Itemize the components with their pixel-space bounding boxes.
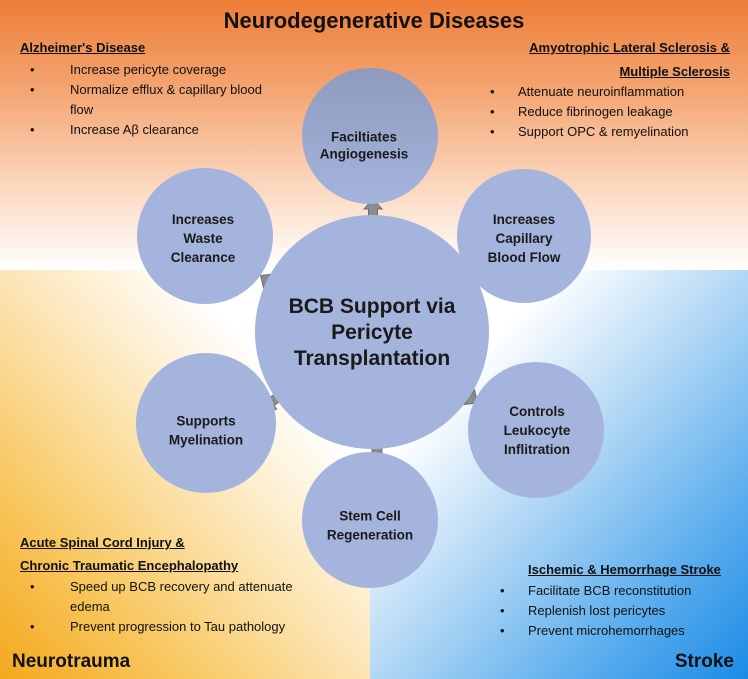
als-ms-item: Attenuate neuroinflammation (482, 82, 689, 102)
node-label-line: Increases (493, 212, 555, 227)
alzheimers-title: Alzheimer's Disease (20, 40, 146, 55)
als-ms-list: Attenuate neuroinflammation Reduce fibri… (482, 82, 689, 142)
alzheimers-item: Increase pericyte coverage (20, 60, 262, 80)
als-ms-title-line2: Multiple Sclerosis (619, 64, 730, 79)
circle-waste-clearance (137, 168, 273, 304)
als-ms-title-line1: Amyotrophic Lateral Sclerosis & (529, 40, 730, 55)
node-label-line: Blood Flow (488, 250, 561, 265)
node-label-line: Clearance (171, 250, 236, 265)
node-label-line: Faciltiates (331, 130, 397, 145)
stroke-label: Stroke (674, 651, 734, 672)
node-label-line: Angiogenesis (320, 147, 409, 162)
als-ms-item: Reduce fibrinogen leakage (482, 102, 689, 122)
node-label-line: Increases (172, 212, 234, 227)
node-label-line: Regeneration (327, 528, 413, 543)
neurotrauma-title-line1: Acute Spinal Cord Injury & (20, 535, 185, 550)
alzheimers-item: Normalize efflux & capillary blood (20, 80, 262, 100)
node-label-line: Inflitration (504, 442, 570, 457)
node-label-line: Controls (509, 404, 565, 419)
node-label-line: Myelination (169, 433, 243, 448)
stroke-list: Facilitate BCB reconstitution Replenish … (492, 581, 691, 641)
alzheimers-list: Increase pericyte coverage Normalize eff… (20, 60, 262, 140)
center-label-line: Transplantation (294, 347, 450, 370)
circle-myelination (136, 353, 276, 493)
center-label-line: BCB Support via (289, 295, 456, 318)
center-circle (255, 215, 489, 449)
stroke-item: Facilitate BCB reconstitution (492, 581, 691, 601)
node-label-line: Stem Cell (339, 509, 401, 524)
circle-leukocyte (468, 362, 604, 498)
center-label-line: Pericyte (331, 321, 413, 344)
stroke-title: Ischemic & Hemorrhage Stroke (528, 562, 721, 577)
neurotrauma-item-continuation: edema (70, 599, 110, 614)
stroke-item: Prevent microhemorrhages (492, 621, 691, 641)
node-label-line: Capillary (495, 231, 553, 246)
circle-stem-cell (302, 452, 438, 588)
neurotrauma-item: Speed up BCB recovery and attenuate (20, 577, 293, 597)
circle-angiogenesis (302, 68, 438, 204)
als-ms-item: Support OPC & remyelination (482, 122, 689, 142)
node-label-line: Waste (183, 231, 223, 246)
circle-capillary-blood-flow (457, 169, 591, 303)
neurotrauma-title-line2: Chronic Traumatic Encephalopathy (20, 558, 239, 573)
stroke-item: Replenish lost pericytes (492, 601, 691, 621)
node-label-line: Leukocyte (504, 423, 571, 438)
neurotrauma-label: Neurotrauma (12, 651, 131, 672)
alzheimers-item: Increase Aβ clearance (20, 120, 262, 140)
alzheimers-item-continuation: flow (70, 102, 94, 117)
neurotrauma-item: Prevent progression to Tau pathology (20, 617, 293, 637)
neurotrauma-list: Speed up BCB recovery and attenuate edem… (20, 577, 293, 637)
node-label-line: Supports (176, 414, 235, 429)
neurodegenerative-title: Neurodegenerative Diseases (223, 8, 525, 33)
